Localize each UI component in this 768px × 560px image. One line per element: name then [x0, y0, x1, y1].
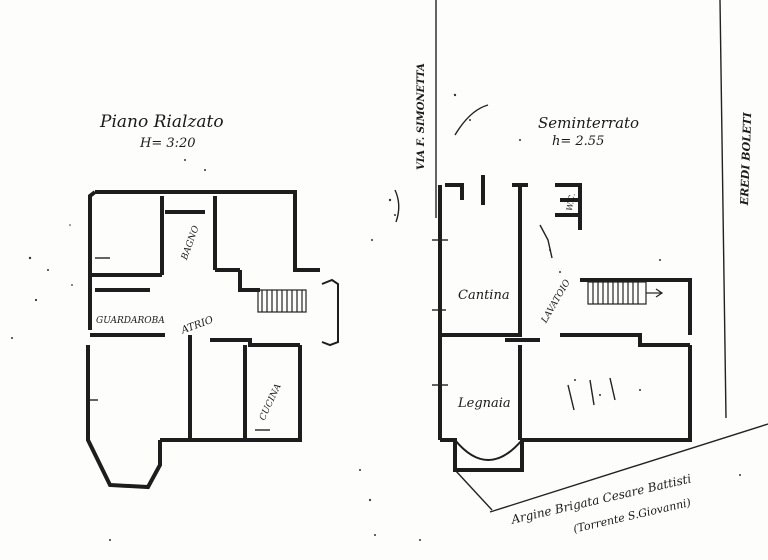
- scan-noise: [11, 93, 741, 541]
- basement-stair: [587, 281, 664, 305]
- room-label-cantina: Cantina: [458, 288, 510, 303]
- basement-title: Seminterrato: [538, 114, 640, 132]
- basement-plan: [432, 0, 768, 513]
- room-label-legnaia: Legnaia: [458, 396, 511, 411]
- ground-stair: [257, 289, 307, 313]
- street-label-west: VIA F. SIMONETTA: [416, 63, 427, 170]
- ground-floor-height: H= 3:20: [140, 136, 196, 151]
- ground-floor-plan: [86, 190, 339, 490]
- ground-floor-title: Piano Rialzato: [100, 112, 224, 132]
- room-label-guardaroba: GUARDAROBA: [96, 316, 165, 326]
- basement-height: h= 2.55: [552, 134, 605, 149]
